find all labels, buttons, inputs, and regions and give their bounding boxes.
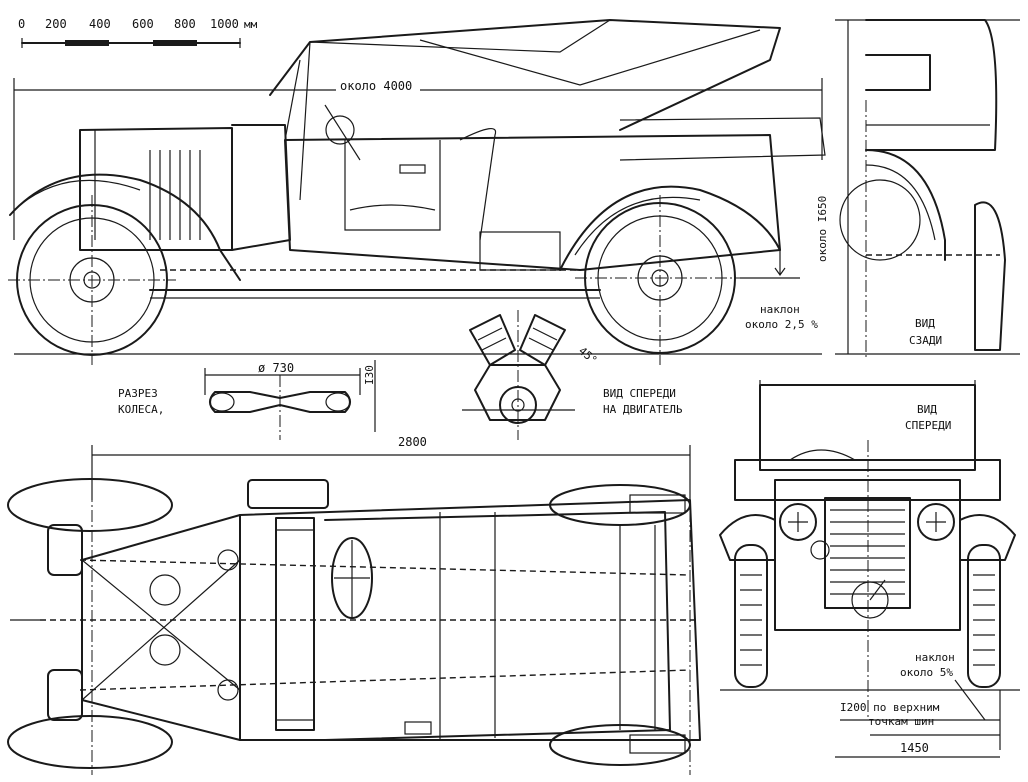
scale-tick-800: 800 — [174, 17, 196, 31]
wheel-section: ø 730 I30 РАЗРЕЗ КОЛЕСА, — [118, 360, 376, 440]
rear-view-title-2: СЗАДИ — [909, 334, 942, 347]
scale-bar: 0 200 400 600 800 1000 мм — [18, 17, 258, 48]
scale-tick-200: 200 — [45, 17, 67, 31]
front-view-title-1: ВИД — [917, 403, 937, 416]
front-slope-label-2: около 5% — [900, 666, 953, 679]
rear-track-label: 1450 — [900, 741, 929, 755]
height-label: около I650 — [816, 196, 829, 262]
tyre-width-label: I30 — [363, 365, 376, 385]
engine-view-title-1: ВИД СПЕРЕДИ — [603, 387, 676, 400]
wheelbase-label: 2800 — [398, 435, 427, 449]
wheel-section-title-1: РАЗРЕЗ — [118, 387, 158, 400]
scale-tick-1000: 1000 — [210, 17, 239, 31]
front-track-note-2: точкам шин — [868, 715, 934, 728]
front-track-note-1: I200 по верхним — [840, 701, 940, 714]
side-slope-label-2: около 2,5 % — [745, 318, 818, 331]
rear-view: около I650 ВИД СЗАДИ — [816, 19, 1020, 360]
rear-view-title-1: ВИД — [915, 317, 935, 330]
engine-view-title-2: НА ДВИГАТЕЛЬ — [603, 403, 683, 416]
front-view: наклон около 5% I200 по верхним точкам ш… — [719, 380, 1020, 758]
overall-length-label: около 4000 — [340, 79, 412, 93]
plan-view: 2800 — [7, 434, 701, 775]
wheel-section-title-2: КОЛЕСА, — [118, 403, 164, 416]
side-slope-label-1: наклон — [760, 303, 800, 316]
scale-tick-600: 600 — [132, 17, 154, 31]
front-view-title-2: СПЕРЕДИ — [905, 419, 951, 432]
side-view: около 4000 — [8, 19, 826, 365]
scale-tick-400: 400 — [89, 17, 111, 31]
engine-front-view: 45° ВИД СПЕРЕДИ НА ДВИГАТЕЛЬ — [462, 310, 683, 440]
front-slope-label-1: наклон — [915, 651, 955, 664]
scale-tick-0: 0 — [18, 17, 25, 31]
engine-angle-label: 45° — [576, 344, 600, 367]
scale-unit: мм — [244, 18, 258, 31]
wheel-diameter-label: ø 730 — [258, 361, 294, 375]
